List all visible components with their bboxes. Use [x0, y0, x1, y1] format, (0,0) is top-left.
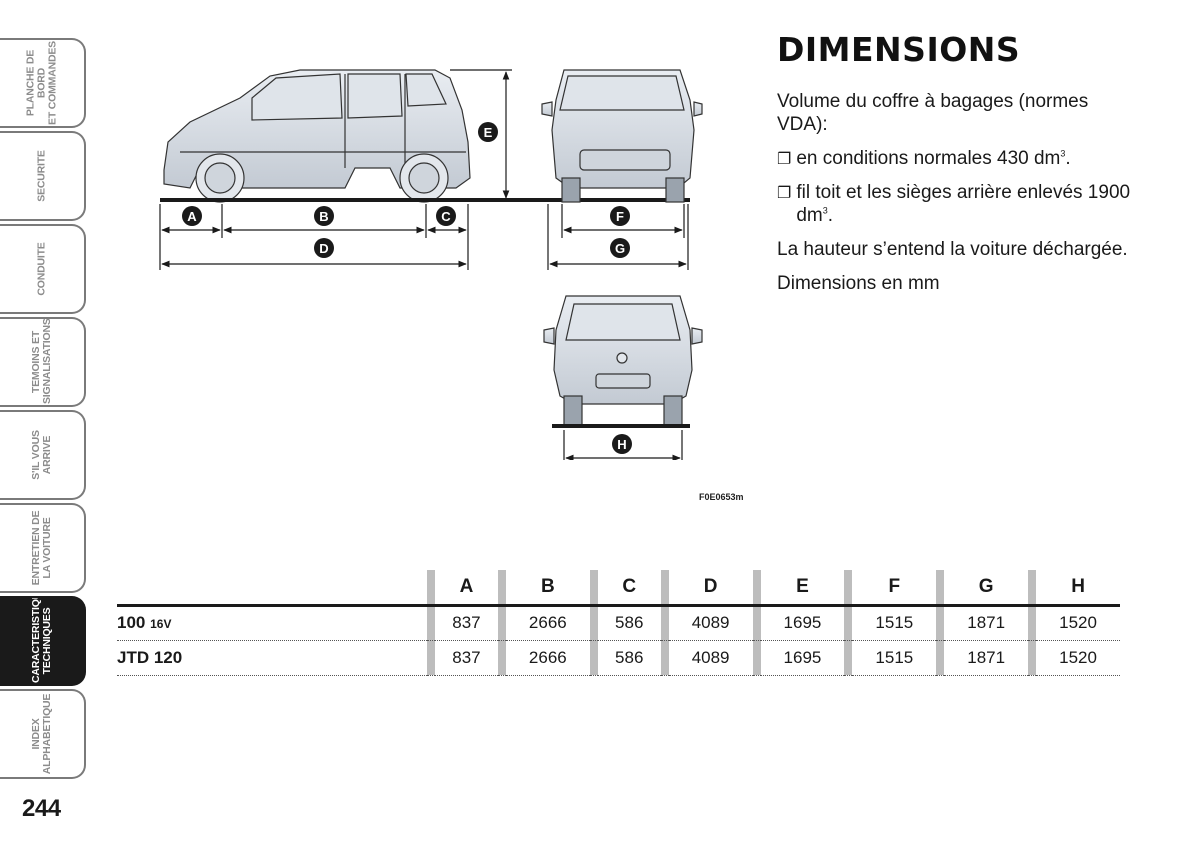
tab-label: CARACTERISTIQUES TECHNIQUES: [30, 596, 53, 683]
dimension-label-d: D: [314, 238, 334, 258]
tab-label: ENTRETIEN DE LA VOITURE: [30, 510, 53, 586]
table-cell: 1871: [944, 605, 1029, 641]
table-cell: 2666: [505, 640, 590, 676]
tab-label: S'IL VOUS ARRIVE: [30, 430, 53, 480]
svg-text:H: H: [617, 437, 626, 452]
table-cell: 1520: [1036, 640, 1120, 676]
column-header-g: G: [978, 575, 994, 597]
svg-text:A: A: [187, 209, 197, 224]
svg-text:F: F: [616, 209, 624, 224]
tab-label: PLANCHE DE BORD ET COMMANDES: [24, 41, 59, 125]
tab-entretien[interactable]: ENTRETIEN DE LA VOITURE: [0, 503, 86, 593]
table-row: 100 16V 837 2666 586 4089 1695 1515 1871…: [117, 605, 1120, 641]
tab-securite[interactable]: SECURITE: [0, 131, 86, 221]
tab-index[interactable]: INDEX ALPHABETIQUE: [0, 689, 86, 779]
table-cell: 2666: [505, 605, 590, 641]
dimension-label-a: A: [182, 206, 202, 226]
tab-label: SECURITE: [35, 150, 48, 202]
tab-planche-de-bord[interactable]: PLANCHE DE BORD ET COMMANDES: [0, 38, 86, 128]
tab-sil-vous-arrive[interactable]: S'IL VOUS ARRIVE: [0, 410, 86, 500]
table-cell: 837: [435, 640, 498, 676]
front-view-car: [541, 69, 703, 203]
intro-paragraph: Volume du coffre à bagages (normes VDA):: [777, 91, 1089, 135]
svg-text:D: D: [319, 241, 328, 256]
trunk-volume-text: Volume du coffre à bagages (normes VDA):…: [777, 90, 1137, 306]
table-cell: 1695: [760, 640, 845, 676]
dimension-label-f: F: [610, 206, 630, 226]
units-note: Dimensions en mm: [777, 273, 940, 294]
tab-temoins[interactable]: TEMOINS ET SIGNALISATIONS: [0, 317, 86, 407]
svg-text:G: G: [615, 241, 625, 256]
column-header-c: C: [622, 575, 637, 597]
svg-text:C: C: [441, 209, 451, 224]
height-note: La hauteur s’entend la voiture déchargée…: [777, 239, 1128, 260]
table-row: JTD 120 837 2666 586 4089 1695 1515 1871…: [117, 640, 1120, 676]
vehicle-dimensions-diagram: A B C D E F G H: [159, 69, 703, 460]
table-cell: 4089: [668, 640, 753, 676]
bullet-text: en conditions normales 430 dm: [796, 148, 1061, 169]
bullet-seats-removed: ❐ fil toit et les sièges arrière enlevés…: [777, 182, 1131, 226]
table-cell: 1515: [852, 605, 937, 641]
row-label: JTD 120: [117, 640, 427, 676]
table-cell: 586: [597, 640, 661, 676]
tab-conduite[interactable]: CONDUITE: [0, 224, 86, 314]
side-view-car: [163, 69, 471, 203]
column-header-a: A: [459, 575, 474, 597]
dimension-label-g: G: [610, 238, 630, 258]
page-title: DIMENSIONS: [777, 30, 1021, 69]
table-cell: 4089: [668, 605, 753, 641]
table-cell: 1520: [1036, 605, 1120, 641]
dimension-label-e: E: [478, 122, 498, 142]
tab-label: CONDUITE: [35, 242, 48, 296]
dimensions-table: A B C D E F G H 100 16V 837 2666 586 408…: [117, 570, 1120, 676]
page-number: 244: [22, 795, 61, 822]
bullet-text: fil toit et les sièges arrière enlevés 1…: [796, 182, 1131, 226]
bullet-normal-conditions: ❐ en conditions normales 430 dm3.: [777, 148, 1071, 169]
rear-view-car: [543, 295, 703, 427]
tab-caracteristiques[interactable]: CARACTERISTIQUES TECHNIQUES: [0, 596, 86, 686]
table-cell: 1515: [852, 640, 937, 676]
checkbox-icon: ❐: [777, 183, 792, 202]
column-header-h: H: [1071, 575, 1085, 597]
column-header-f: F: [888, 575, 901, 597]
tab-label: TEMOINS ET SIGNALISATIONS: [30, 318, 53, 404]
dimension-label-b: B: [314, 206, 334, 226]
table-cell: 1871: [944, 640, 1029, 676]
dimension-lines: [159, 69, 689, 460]
checkbox-icon: ❐: [777, 149, 792, 168]
svg-text:E: E: [484, 125, 493, 140]
table-cell: 1695: [760, 605, 845, 641]
figure-code: F0E0653m: [699, 492, 744, 502]
row-label: 100 16V: [117, 605, 427, 641]
table-header-row: A B C D E F G H: [117, 570, 1120, 605]
svg-text:B: B: [319, 209, 328, 224]
table-cell: 586: [597, 605, 661, 641]
dimension-label-h: H: [612, 434, 632, 454]
column-header-b: B: [540, 575, 555, 597]
tab-label: INDEX ALPHABETIQUE: [30, 693, 53, 775]
table-cell: 837: [435, 605, 498, 641]
column-header-e: E: [796, 575, 809, 597]
column-header-d: D: [703, 575, 718, 597]
dimension-label-c: C: [436, 206, 456, 226]
